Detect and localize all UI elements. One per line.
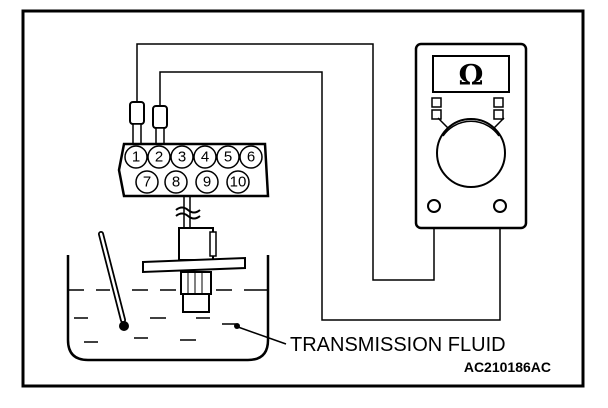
selector-tick-right <box>493 117 505 129</box>
pin-7 <box>135 170 159 194</box>
pin-9 <box>195 170 219 194</box>
fluid-surface <box>68 289 268 343</box>
pin-5 <box>216 145 240 169</box>
probe-pin-2 <box>152 105 168 149</box>
sensor-head-lip <box>209 231 217 257</box>
fluid-container <box>66 255 270 362</box>
fluid-label: TRANSMISSION FLUID <box>290 334 506 356</box>
sensor-tip <box>182 293 210 313</box>
pin-1-label: 1 <box>132 149 140 166</box>
thermometer <box>98 231 129 331</box>
ohmmeter-button-left-bottom <box>431 109 442 120</box>
sensor-body <box>180 271 212 295</box>
wire-pin-1 <box>136 43 435 281</box>
pin-4-label: 4 <box>201 149 209 166</box>
pin-3-label: 3 <box>178 149 186 166</box>
pin-2 <box>147 145 171 169</box>
ohmmeter-dial <box>436 118 506 188</box>
pin-9-label: 9 <box>203 174 211 191</box>
terminal-right-icon <box>493 199 507 213</box>
pin-10-label: 10 <box>230 174 247 191</box>
selector-tick-left <box>437 117 449 129</box>
sensor-head <box>178 227 214 261</box>
fluid-temperature-sensor <box>142 227 246 313</box>
connector-pins-top: 1 2 3 4 5 6 <box>124 145 263 169</box>
pin-7-label: 7 <box>143 174 151 191</box>
connector-pins-bottom: 7 8 9 10 <box>135 170 250 194</box>
pin-8 <box>164 170 188 194</box>
pin-6-label: 6 <box>247 149 255 166</box>
ohm-symbol: Ω <box>459 59 484 92</box>
terminal-left-icon <box>427 199 441 213</box>
probe-pin-1 <box>129 101 145 147</box>
wire-pin-2 <box>159 71 501 321</box>
pin-4 <box>193 145 217 169</box>
pin-3 <box>170 145 194 169</box>
pin-5-label: 5 <box>224 149 232 166</box>
pin-6 <box>239 145 263 169</box>
ohmmeter-display <box>432 55 510 93</box>
ohmmeter-button-right-top <box>493 97 504 108</box>
harness-break <box>175 197 201 228</box>
pin-1 <box>124 145 148 169</box>
ohmmeter-button-left-top <box>431 97 442 108</box>
pin-10 <box>226 170 250 194</box>
ohmmeter-button-right-bottom <box>493 109 504 120</box>
fluid-callout-leader <box>237 326 287 345</box>
ohmmeter: Ω <box>414 42 528 230</box>
ohmmeter-dial-inner <box>442 120 500 137</box>
sensor-flange <box>142 256 246 274</box>
pin-8-label: 8 <box>172 174 180 191</box>
figure-frame <box>21 9 585 388</box>
thermometer-bulb <box>119 321 129 331</box>
pin-2-label: 2 <box>155 149 163 166</box>
figure-code: AC210186AC <box>464 359 551 375</box>
